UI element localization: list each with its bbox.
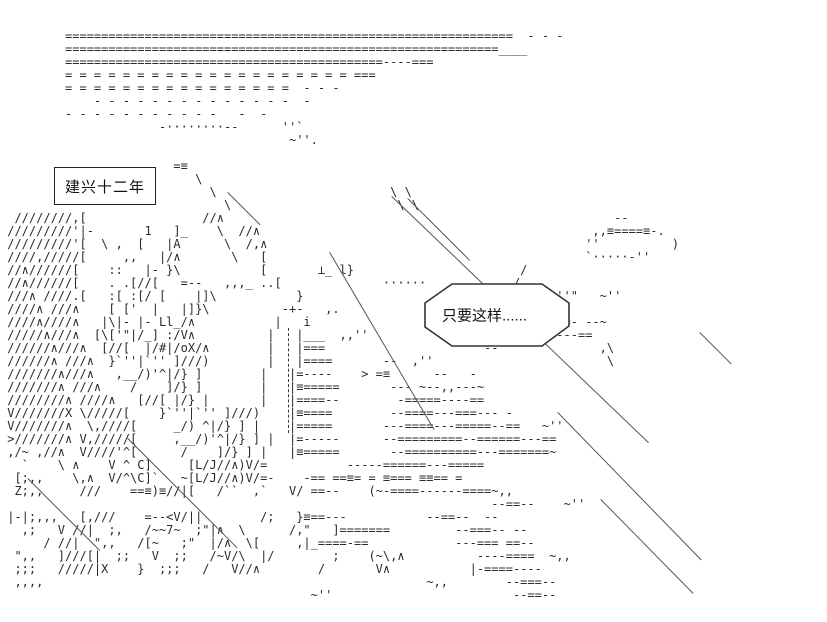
diagonal-line <box>699 332 732 365</box>
speech-bubble: 只要这样...... <box>422 281 572 349</box>
speech-bubble-text: 只要这样...... <box>442 307 528 325</box>
caption-box: 建兴十二年 <box>54 167 156 205</box>
ascii-art: ========================================… <box>7 29 680 602</box>
speech-bubble-outline <box>424 283 570 347</box>
caption-text: 建兴十二年 <box>64 178 145 196</box>
